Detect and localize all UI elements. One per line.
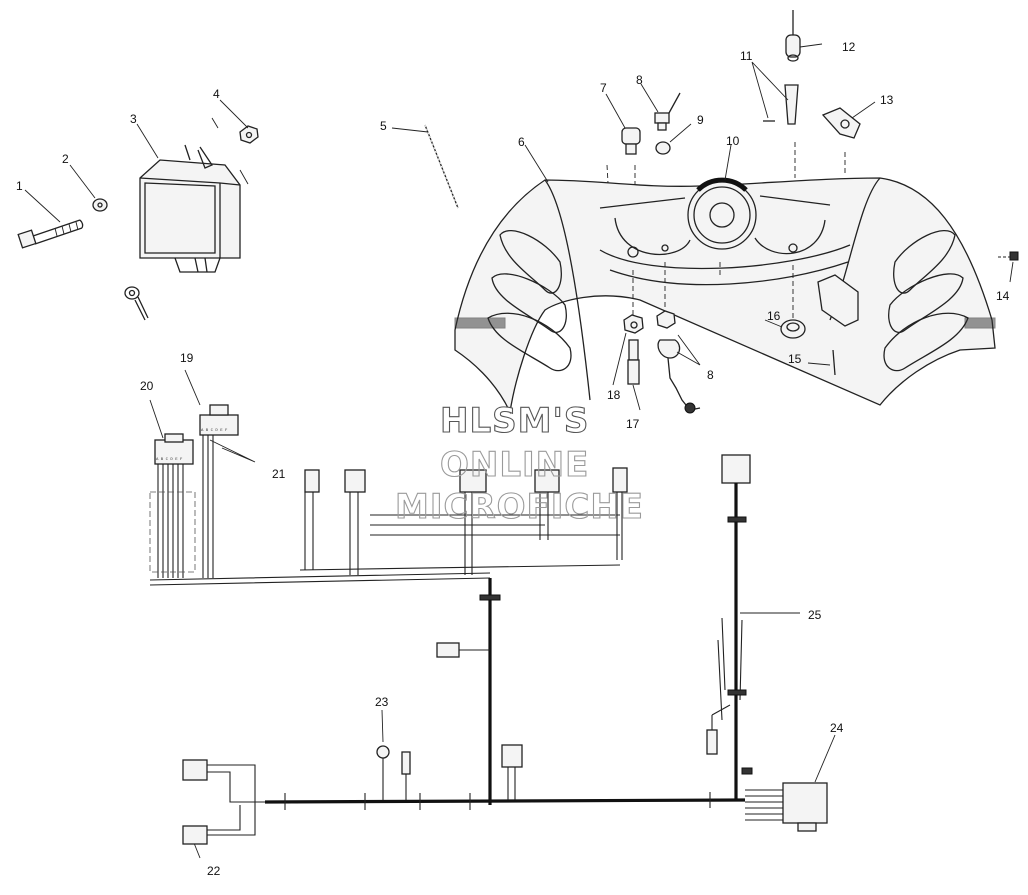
callout-12: 12 bbox=[842, 40, 856, 54]
connector-19-pins: A B C D E F bbox=[201, 429, 228, 433]
callout-20: 20 bbox=[140, 379, 154, 393]
bolt-part-1 bbox=[17, 219, 84, 249]
bulb-part-17 bbox=[627, 339, 640, 385]
callout-24: 24 bbox=[830, 721, 844, 735]
callout-3: 3 bbox=[130, 112, 137, 126]
switch-part-7 bbox=[621, 127, 641, 155]
callout-8-top: 8 bbox=[636, 73, 643, 87]
callout-8-bottom: 8 bbox=[707, 368, 714, 382]
callout-9: 9 bbox=[697, 113, 704, 127]
key-part-11 bbox=[763, 84, 799, 125]
strap-part-5 bbox=[424, 124, 459, 209]
callout-6: 6 bbox=[518, 135, 525, 149]
grommet-part-16 bbox=[780, 319, 806, 339]
washer-part-2 bbox=[92, 198, 108, 212]
callout-5: 5 bbox=[380, 119, 387, 133]
callout-19: 19 bbox=[180, 351, 194, 365]
callout-21: 21 bbox=[272, 467, 286, 481]
callout-10: 10 bbox=[726, 134, 740, 148]
switch-connectors-21 bbox=[299, 467, 628, 575]
cap-part-12 bbox=[785, 10, 801, 62]
screw-part-14 bbox=[998, 251, 1019, 261]
callout-18: 18 bbox=[607, 388, 621, 402]
callout-16: 16 bbox=[767, 309, 781, 323]
nut-part-9 bbox=[655, 141, 671, 155]
wiring-harness: A B C D E F A B C D E F bbox=[149, 404, 828, 845]
console-part-6 bbox=[454, 177, 996, 415]
terminal-part-23 bbox=[376, 745, 411, 800]
leader-lines bbox=[24, 43, 1014, 859]
callout-23: 23 bbox=[375, 695, 389, 709]
nut-part-18 bbox=[623, 314, 644, 334]
callout-25: 25 bbox=[808, 608, 822, 622]
cdi-module-part-3 bbox=[139, 144, 241, 273]
watermark-line-3: MICROFICHE bbox=[395, 487, 644, 527]
connector-20-pins: A B C D E F bbox=[156, 458, 183, 462]
callout-2: 2 bbox=[62, 152, 69, 166]
callout-14: 14 bbox=[996, 289, 1010, 303]
switch-part-8-bottom bbox=[656, 310, 701, 414]
watermark: HLSM'S ONLINE MICROFICHE bbox=[394, 400, 644, 527]
connector-part-22 bbox=[182, 759, 265, 845]
pin-part-15 bbox=[832, 349, 836, 376]
nut-part-4 bbox=[239, 125, 259, 144]
callout-7: 7 bbox=[600, 81, 607, 95]
callout-22: 22 bbox=[207, 864, 221, 878]
harness-part-25 bbox=[706, 454, 753, 800]
callout-15: 15 bbox=[788, 352, 802, 366]
callout-labels: 1 2 3 4 5 6 7 8 9 10 11 12 13 14 15 16 1… bbox=[16, 40, 1010, 878]
connector-part-24 bbox=[745, 782, 828, 832]
callout-13: 13 bbox=[880, 93, 894, 107]
bracket-part-13 bbox=[821, 107, 861, 139]
switch-part-8-top bbox=[654, 92, 681, 131]
callout-17: 17 bbox=[626, 417, 640, 431]
ring-terminal bbox=[124, 286, 149, 321]
callout-1: 1 bbox=[16, 179, 23, 193]
watermark-line-2: ONLINE bbox=[440, 445, 589, 485]
watermark-line-1: HLSM'S bbox=[440, 401, 589, 441]
callout-4: 4 bbox=[213, 87, 220, 101]
callout-11: 11 bbox=[740, 49, 753, 63]
